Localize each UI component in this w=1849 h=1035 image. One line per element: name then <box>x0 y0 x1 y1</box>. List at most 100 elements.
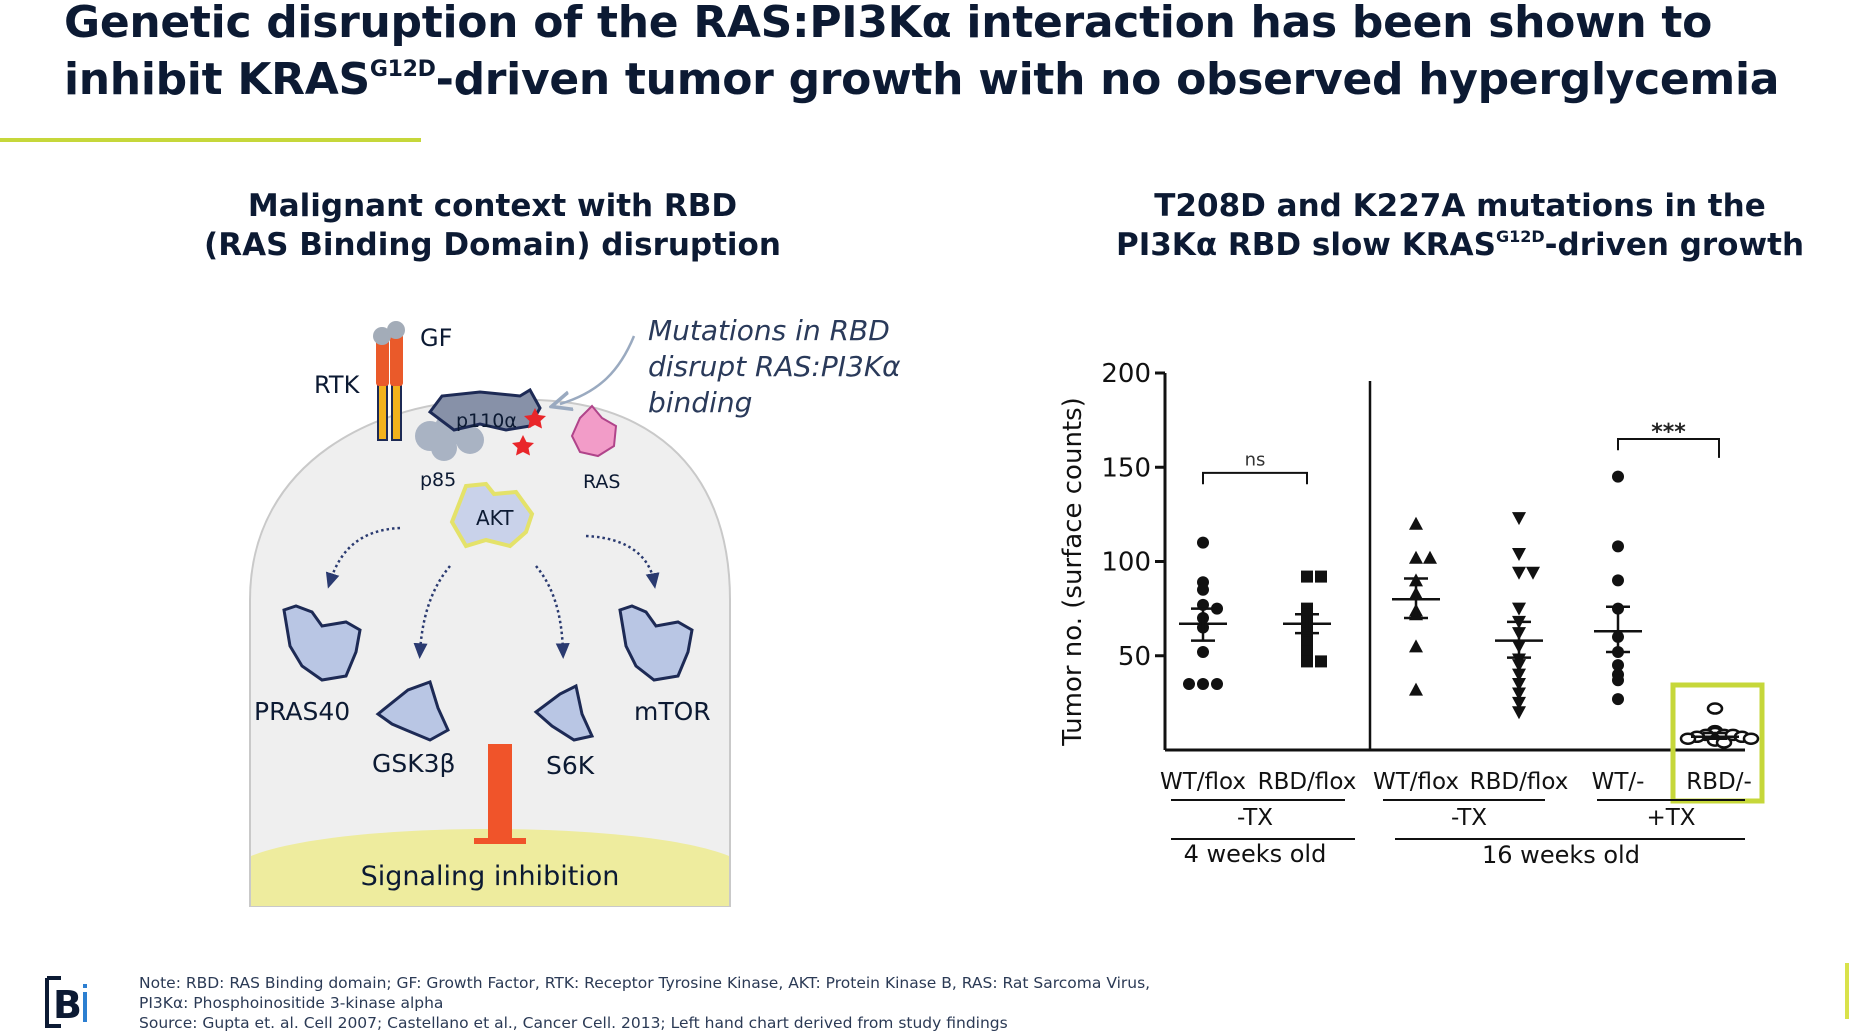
rtk-stem-right <box>391 379 402 441</box>
s6k-label: S6K <box>546 751 595 780</box>
tx-label-left: -TX <box>1237 805 1273 831</box>
title-line-1: Genetic disruption of the RAS:PI3Kα inte… <box>64 0 1713 48</box>
data-point <box>1301 645 1313 658</box>
right-heading-line-1: T208D and K227A mutations in the <box>1154 188 1766 224</box>
logo-letter: B <box>53 983 82 1027</box>
footnote-line-1: Note: RBD: RAS Binding domain; GF: Growt… <box>139 974 1151 992</box>
mtor-label: mTOR <box>634 697 711 726</box>
tx-label-middle: -TX <box>1451 805 1487 831</box>
arrow-to-mtor <box>585 534 660 589</box>
annotation-line-1: Mutations in RBD <box>648 314 890 347</box>
title-superscript: G12D <box>369 57 436 82</box>
title-line-2-pre: inhibit KRAS <box>64 54 370 105</box>
right-heading-superscript: G12D <box>1495 227 1545 246</box>
category-label: RBD/- <box>1686 769 1752 795</box>
ras-label: RAS <box>583 471 621 493</box>
right-heading-post: -driven growth <box>1544 227 1805 263</box>
data-point <box>1197 645 1209 658</box>
data-point <box>1423 550 1437 564</box>
gf-ligand-left <box>373 327 391 345</box>
data-point <box>1183 678 1195 691</box>
right-heading-pre: PI3Kα RBD slow KRAS <box>1115 227 1496 263</box>
significance-bracket <box>1617 437 1720 458</box>
age-label-right: 16 weeks old <box>1482 841 1640 869</box>
data-point <box>1512 706 1526 720</box>
arrow-to-s6k <box>535 565 570 659</box>
footnote-line-2: PI3Kα: Phosphoinositide 3-kinase alpha <box>139 994 444 1012</box>
title-line-2: inhibit KRASG12D-driven tumor growth wit… <box>64 51 1824 108</box>
data-point <box>1706 702 1724 715</box>
left-heading-line-1: Malignant context with RBD <box>247 188 738 224</box>
data-point <box>1409 516 1423 530</box>
akt-protein <box>449 481 535 549</box>
inhibition-bar <box>488 744 512 844</box>
left-heading-line-2: (RAS Binding Domain) disruption <box>204 227 781 263</box>
category-label: WT/flox <box>1160 769 1246 795</box>
pras40-label: PRAS40 <box>254 697 350 726</box>
title-accent-rule <box>0 138 421 142</box>
data-point <box>1512 678 1526 692</box>
data-point <box>1612 574 1624 587</box>
age-label-left: 4 weeks old <box>1184 840 1327 868</box>
annotation-line-2: disrupt RAS:PI3Kα <box>648 350 901 383</box>
mutation-star-icon <box>512 435 534 456</box>
right-panel-heading: T208D and K227A mutations in the PI3Kα R… <box>1090 187 1830 265</box>
data-point <box>1512 602 1526 616</box>
y-tick-label: 200 <box>1101 359 1151 389</box>
data-point <box>1512 696 1526 710</box>
annotation-line-3: binding <box>648 386 752 419</box>
data-point <box>1742 732 1760 745</box>
gf-label: GF <box>420 324 452 352</box>
data-point <box>1197 536 1209 549</box>
significance-right: *** <box>1651 420 1686 445</box>
signaling-inhibition-label: Signaling inhibition <box>361 861 620 892</box>
data-point <box>1409 682 1423 696</box>
data-point <box>1612 674 1624 687</box>
data-point <box>1197 678 1209 691</box>
company-logo: B <box>45 976 87 1028</box>
category-label: RBD/flox <box>1258 769 1357 795</box>
chart-labels: WT/flox RBD/flox WT/flox RBD/flox WT/- RBD/- <box>1160 769 1752 840</box>
p85-label: p85 <box>420 469 456 491</box>
data-point <box>1612 693 1624 706</box>
data-point <box>1301 636 1313 649</box>
data-point <box>1512 547 1526 561</box>
s6k-protein <box>533 683 595 742</box>
data-point <box>1512 668 1526 682</box>
slide-title: Genetic disruption of the RAS:PI3Kα inte… <box>64 0 1824 108</box>
gsk3b-label: GSK3β <box>372 749 456 778</box>
data-point <box>1301 655 1313 668</box>
category-label: RBD/flox <box>1470 769 1569 795</box>
left-panel-heading: Malignant context with RBD (RAS Binding … <box>170 187 815 265</box>
data-point <box>1612 659 1624 672</box>
data-point <box>1409 550 1423 564</box>
data-point <box>1679 732 1697 745</box>
data-point <box>1526 566 1540 580</box>
arrow-to-gsk3b <box>413 565 451 659</box>
mtor-protein <box>618 604 694 682</box>
category-label: WT/- <box>1592 769 1645 795</box>
source-line: Source: Gupta et. al. Cell 2007; Castell… <box>139 1014 1008 1032</box>
gf-ligand-right <box>387 321 405 339</box>
mutation-annotation: Mutations in RBD disrupt RAS:PI3Kα bindi… <box>648 314 910 419</box>
y-axis-label: Tumor no. (surface counts) <box>1058 397 1088 747</box>
rtk-top-left <box>376 334 389 386</box>
significance-left: ns <box>1245 449 1266 470</box>
right-heading-line-2: PI3Kα RBD slow KRASG12D-driven growth <box>1090 226 1830 265</box>
membrane-region <box>251 829 729 906</box>
ns-bracket <box>1202 471 1308 485</box>
category-label: WT/flox <box>1373 769 1459 795</box>
chart-summary-bars <box>1179 437 1765 804</box>
rtk-stem-left <box>377 379 388 441</box>
edge-accent <box>1845 963 1849 1019</box>
p110-label: p110α <box>456 410 517 432</box>
data-point <box>1512 566 1526 580</box>
y-tick-label: 150 <box>1101 453 1151 483</box>
y-tick-label: 100 <box>1101 548 1151 578</box>
akt-label: AKT <box>476 506 514 530</box>
mutation-star-icon <box>524 408 546 429</box>
data-point <box>1301 570 1313 583</box>
data-point <box>1211 678 1223 691</box>
title-line-2-post: -driven tumor growth with no observed hy… <box>435 54 1780 105</box>
